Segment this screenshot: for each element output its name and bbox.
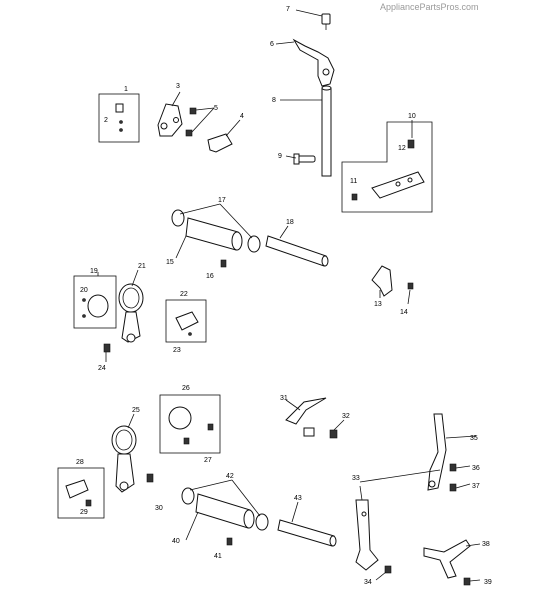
part-25-eccentric-arm	[111, 425, 137, 493]
part-30-screw	[146, 473, 154, 483]
callout-1: 1	[124, 86, 128, 93]
callout-25: 25	[132, 407, 140, 414]
part-38-lever	[423, 539, 471, 579]
part-13-lever	[371, 265, 393, 297]
part-22-kit-box	[165, 299, 207, 343]
callout-30: 30	[155, 505, 163, 512]
part-18-shaft	[265, 235, 329, 267]
callout-24: 24	[98, 365, 106, 372]
callout-38: 38	[482, 541, 490, 548]
callout-34: 34	[364, 579, 372, 586]
part-32-screw	[329, 429, 338, 439]
callout-29: 29	[80, 509, 88, 516]
callout-22: 22	[180, 291, 188, 298]
watermark: AppliancePartsPros.com	[380, 2, 479, 12]
part-4-knob	[207, 133, 233, 153]
part-19-kit-box	[73, 275, 117, 329]
part-35-long-lever	[427, 413, 447, 491]
part-43-shaft	[277, 519, 337, 547]
callout-labels: 7 6 8 9 1 2 3 5 4 10 12 11 17 18 15 16 1…	[76, 6, 492, 586]
callout-8: 8	[272, 97, 276, 104]
callout-41: 41	[214, 553, 222, 560]
part-34-screw	[384, 565, 392, 574]
callout-2: 2	[104, 117, 108, 124]
callout-13: 13	[374, 301, 382, 308]
leader-lines	[97, 9, 481, 582]
callout-32: 32	[342, 413, 350, 420]
callout-18: 18	[286, 219, 294, 226]
callout-33: 33	[352, 475, 360, 482]
part-24-screw	[103, 343, 111, 353]
callout-37: 37	[472, 483, 480, 490]
part-39-screw	[463, 577, 471, 586]
callout-14: 14	[400, 309, 408, 316]
part-28-kit-box	[57, 467, 105, 519]
part-9-pin	[293, 153, 316, 165]
callout-19: 19	[90, 268, 98, 275]
callout-35: 35	[470, 435, 478, 442]
callout-23: 23	[173, 347, 181, 354]
part-15-tube	[185, 217, 243, 251]
part-3-bracket	[157, 103, 183, 137]
part-40-tube	[195, 493, 255, 529]
callout-42: 42	[226, 473, 234, 480]
part-14-screw	[407, 282, 414, 290]
callout-10: 10	[408, 113, 416, 120]
part-8-rod	[321, 85, 332, 177]
callout-43: 43	[294, 495, 302, 502]
callout-5: 5	[214, 105, 218, 112]
callout-7: 7	[286, 6, 290, 13]
part-42-washers	[181, 487, 269, 531]
part-33-vertical-lever	[355, 499, 379, 571]
callout-40: 40	[172, 538, 180, 545]
callout-11: 11	[350, 178, 357, 185]
part-36-screw	[449, 463, 457, 472]
callout-3: 3	[176, 83, 180, 90]
callout-17: 17	[218, 197, 226, 204]
callout-4: 4	[240, 113, 244, 120]
callout-28: 28	[76, 459, 84, 466]
callout-16: 16	[206, 273, 214, 280]
callout-6: 6	[270, 41, 274, 48]
part-37-screw	[449, 483, 457, 492]
callout-9: 9	[278, 153, 282, 160]
part-41-spring	[226, 537, 233, 546]
callout-36: 36	[472, 465, 480, 472]
part-1-kit-box	[98, 93, 140, 143]
part-21-eccentric-arm	[118, 283, 144, 343]
part-6-bracket	[292, 38, 335, 87]
part-5-screws	[185, 107, 197, 137]
part-10-lever-box	[341, 121, 433, 213]
callout-31: 31	[280, 395, 288, 402]
callout-20: 20	[80, 287, 88, 294]
part-7-screw	[321, 13, 331, 30]
part-26-kit-box	[159, 394, 221, 454]
part-31-hook-lever	[285, 397, 327, 437]
callout-21: 21	[138, 263, 146, 270]
callout-15: 15	[166, 259, 174, 266]
part-16-spring	[220, 259, 227, 268]
callout-39: 39	[484, 579, 492, 586]
callout-26: 26	[182, 385, 190, 392]
callout-27: 27	[204, 457, 212, 464]
callout-12: 12	[398, 145, 406, 152]
